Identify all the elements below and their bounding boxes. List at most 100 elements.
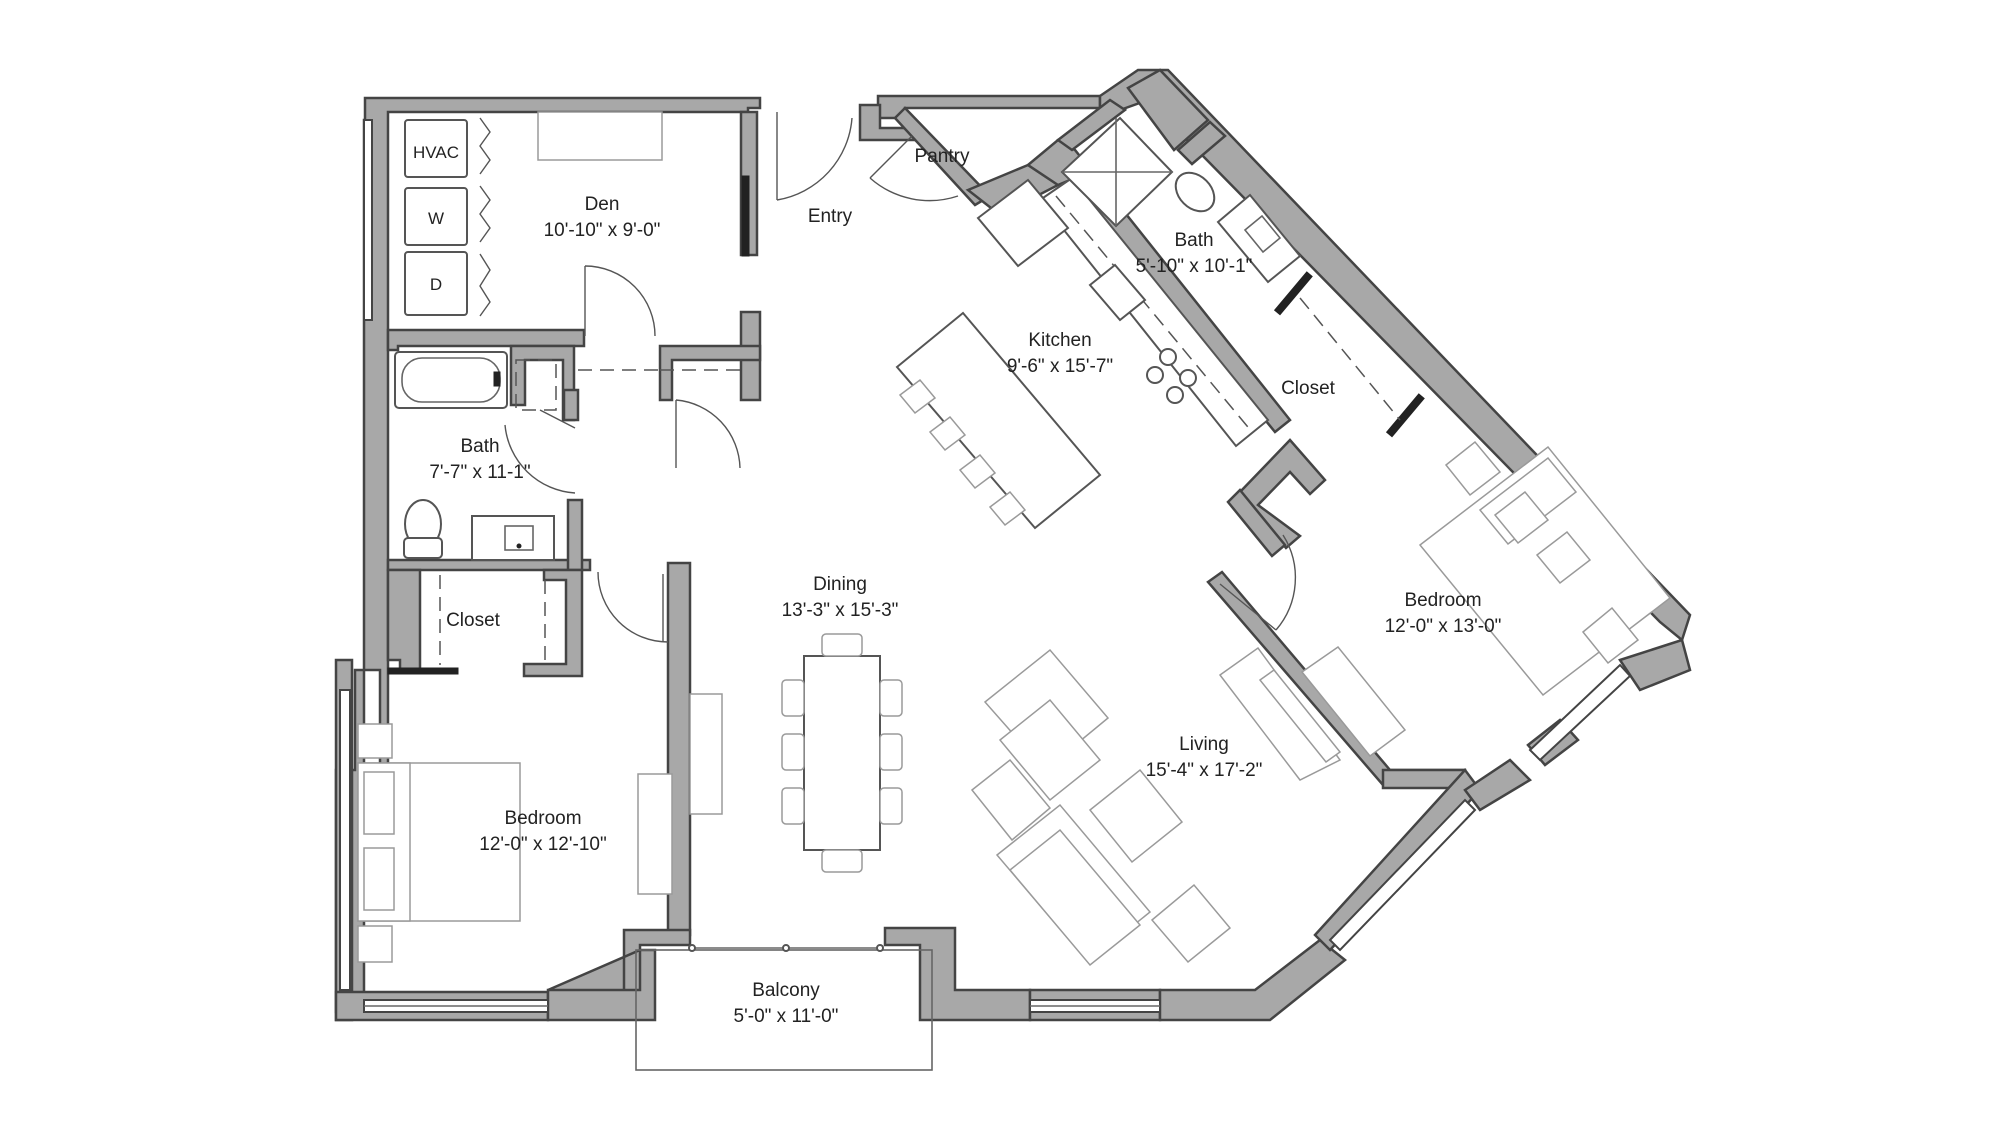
bedroom1-dims: 12'-0" x 13'-0" [1385,616,1502,637]
toilet-bath1 [1174,171,1216,213]
wall-bath1-shower [1126,68,1210,152]
balcony-name: Balcony [752,980,820,1001]
entry-name: Entry [808,206,853,227]
window-left-bedroom2 [339,689,351,991]
closet-slider-2 [1385,393,1425,438]
den-dims: 10'-10" x 9'-0" [544,220,661,241]
den-desk [537,111,663,161]
window-bedroom1-diag [1528,663,1632,762]
bedroom1-dresser [1300,645,1407,758]
bedroom2-dresser [637,773,673,895]
hvac-label: HVAC [413,143,459,162]
door-bedroom2 [597,571,669,643]
balcony [635,944,933,1071]
dining-dims: 13'-3" x 15'-3" [782,600,899,621]
kitchen-sink [1088,263,1147,322]
bath2-name: Bath [460,436,499,457]
wall-bath2-door [562,388,580,422]
closet-dashes [439,369,740,665]
wall-closet2-right [522,568,584,678]
window-living-diag [1328,798,1477,952]
bedroom1-nightstand-1 [1444,440,1502,497]
den-fixtures: HVAC W D [404,111,663,317]
stool-2 [928,415,967,452]
bedroom2-pillow-2 [363,847,395,911]
hvac-unit [404,119,468,178]
stool-3 [958,453,997,490]
bath2-dims: 7'-7" x 11-1" [429,462,530,483]
doors [387,112,1425,675]
living-dims: 15'-4" x 17'-2" [1146,760,1263,781]
dryer-label: D [430,275,442,294]
living-name: Living [1179,734,1229,755]
door-hall-closet [675,399,741,469]
dining-name: Dining [813,574,867,595]
wall-bath2-south [386,558,592,572]
bedroom2-dims: 12'-0" x 12'-10" [479,834,606,855]
windows [339,119,1632,1013]
wall-kitchen-end-2 [1226,488,1287,558]
living-tv-console [1218,646,1342,781]
bedroom2-nightstand-2 [357,925,393,963]
living-side-chair [1150,883,1232,964]
washer [404,187,468,246]
bedroom1-name: Bedroom [1404,590,1481,611]
dining-console [689,693,723,815]
living-ottoman [970,758,1052,842]
door-bedroom1 [1275,534,1297,631]
wall-pantry-diag [893,106,992,207]
door-entry [776,117,853,201]
wall-bath1-right [1176,120,1227,166]
kitchen-name: Kitchen [1028,330,1091,351]
dining-table [803,655,881,851]
wall-kitchen-end [1238,438,1327,550]
bedroom1-pillow-2 [1535,530,1592,585]
room-labels: Den 10'-10" x 9'-0" Entry Pantry Kitchen… [429,146,1501,1027]
bath2-fixtures [394,351,576,561]
wall-bedroom1-se [1463,758,1533,812]
bedroom2-nightstand-1 [357,723,393,759]
bath1-fixtures [1060,116,1401,421]
living-coffee-table [1088,768,1184,864]
wall-balcony-right [883,926,1032,1022]
kitchen-fixtures [895,176,1270,530]
closet2-name: Closet [446,610,501,631]
vanity-bath2 [471,515,555,561]
bathtub [394,351,508,409]
wall-den-south-2 [658,344,762,402]
closet-slider-1 [1273,271,1313,316]
closet1-name: Closet [1281,378,1336,399]
kitchen-dims: 9'-6" x 15'-7" [1007,356,1113,377]
den-name: Den [585,194,620,215]
bedroom1-furniture [1300,440,1672,758]
wall-bottom-balcony-left [546,928,692,1022]
bedroom2-furniture [357,723,673,963]
wall-bottom-right [1158,938,1348,1022]
bedroom2-pillow-1 [363,771,395,835]
wall-closet2-left [386,568,422,674]
wall-bath2-east-lower [566,498,584,572]
bedroom1-nightstand-2 [1581,606,1640,665]
cooktop-burner-1 [1159,348,1177,366]
vanity-bath1 [1216,193,1302,284]
dryer [404,251,468,316]
balcony-dims: 5'-0" x 11'-0" [734,1006,839,1027]
stool-4 [988,490,1027,527]
living-furniture [970,646,1342,967]
kitchen-fridge [976,178,1070,268]
window-left-den [363,119,373,321]
bath1-name: Bath [1174,230,1213,251]
washer-label: W [428,209,444,228]
wall-bedroom1-corner [1618,638,1692,692]
bedroom2-name: Bedroom [504,808,581,829]
bedroom1-pillow-1 [1493,490,1550,545]
door-bath2 [504,424,576,494]
wall-bath1-top [1055,98,1128,152]
bath1-dims: 5'-10" x 10'-1" [1136,256,1253,277]
dining-furniture [689,633,903,873]
pantry-name: Pantry [915,146,970,167]
door-den [584,265,656,337]
stool-1 [898,378,937,415]
door-pantry [869,177,959,202]
